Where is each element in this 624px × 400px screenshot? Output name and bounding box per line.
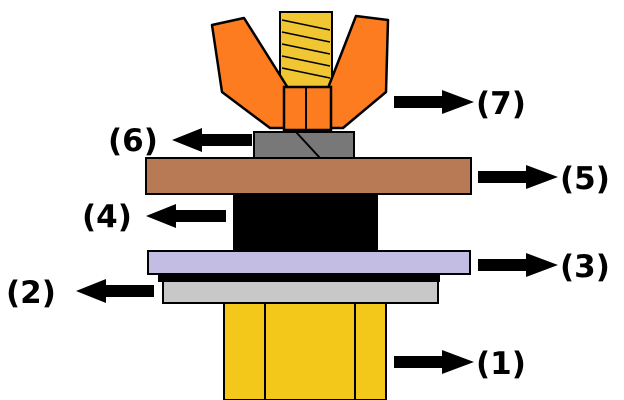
- label-4: (4): [82, 199, 132, 235]
- label-5: (5): [560, 161, 610, 197]
- arrow-6: [172, 128, 252, 152]
- arrow-5: [478, 165, 558, 189]
- arrow-2: [76, 279, 154, 303]
- label-2: (2): [6, 275, 56, 311]
- label-6: (6): [108, 123, 158, 159]
- label-1: (1): [476, 346, 526, 382]
- arrow-7: [394, 90, 474, 114]
- bolt: [279, 11, 333, 88]
- hex-nut: [253, 131, 355, 159]
- gray-plate: [162, 280, 439, 304]
- rubber-block: [233, 194, 378, 251]
- wing-nut: [210, 11, 390, 132]
- arrow-3: [478, 253, 558, 277]
- label-3: (3): [560, 249, 610, 285]
- lavender-plate: [147, 250, 471, 275]
- base-block: [223, 302, 387, 400]
- wood-plate: [145, 157, 472, 195]
- black-strip: [158, 274, 440, 282]
- arrow-4: [146, 204, 226, 228]
- label-7: (7): [476, 86, 526, 122]
- arrow-1: [394, 350, 474, 374]
